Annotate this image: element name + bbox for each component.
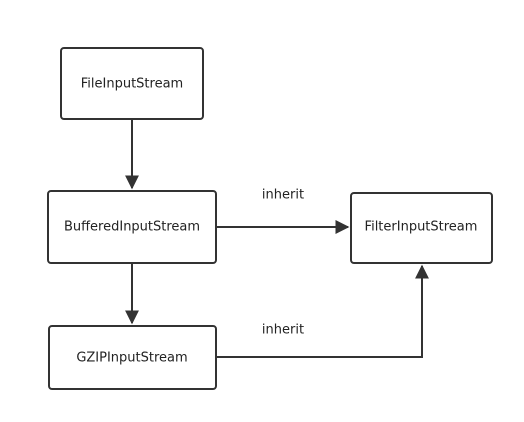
node-file-input-stream[interactable]: FileInputStream [60,47,204,120]
node-filter-input-stream[interactable]: FilterInputStream [350,192,493,264]
edge-buffered-to-filter: inherit [216,188,350,234]
node-label-file-input-stream: FileInputStream [81,77,183,92]
edge-gzip-to-filter: inherit [216,264,429,358]
edge-label-inherit-gzip: inherit [262,323,304,338]
node-label-filter-input-stream: FilterInputStream [365,220,478,235]
node-buffered-input-stream[interactable]: BufferedInputStream [47,190,217,264]
node-label-buffered-input-stream: BufferedInputStream [64,220,200,235]
node-gzip-input-stream[interactable]: GZIPInputStream [48,325,217,390]
edge-label-inherit-buffered: inherit [262,188,304,203]
node-label-gzip-input-stream: GZIPInputStream [76,351,187,366]
